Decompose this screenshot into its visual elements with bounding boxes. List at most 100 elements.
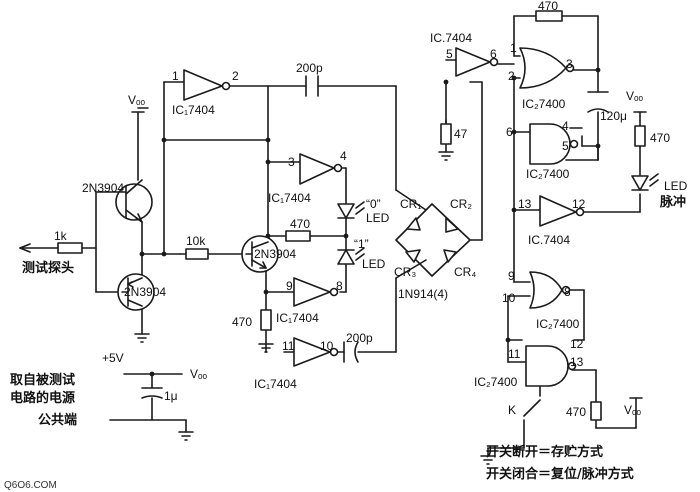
c200a-label: 200p	[296, 61, 323, 75]
ic-nand2-label: IC₂7400	[526, 167, 570, 181]
c120u-label: 120μ	[600, 109, 627, 123]
inverter-ic5	[455, 47, 499, 77]
pin-number: 13	[518, 197, 532, 211]
r470a-label: 470	[290, 217, 310, 231]
led1-q-label: “1”	[354, 237, 369, 251]
cr1-label: CR₁	[400, 197, 421, 211]
vcc-label-1: Vₒₒ	[128, 93, 146, 107]
ic3-label: IC₁7404	[276, 311, 319, 325]
note-open: 开关断开＝存贮方式	[486, 444, 603, 460]
resistor-470-switch	[590, 401, 602, 421]
pin-number: 4	[340, 149, 347, 163]
pin-number: 4	[562, 119, 569, 133]
capacitor-200p-top	[305, 75, 319, 97]
cr4-label: CR₄	[454, 265, 476, 279]
switch-k-label: K	[508, 403, 516, 417]
pin-number: 5	[446, 47, 453, 61]
pin-number: 10	[320, 339, 334, 353]
probe-tip-icon	[19, 243, 31, 253]
probe-label: 测试探头	[22, 260, 74, 276]
diode-bridge	[405, 217, 459, 263]
pin-number: 5	[562, 139, 569, 153]
c200b-label: 200p	[346, 331, 373, 345]
ic-nand1-label: IC₂7400	[522, 97, 566, 111]
led0-label: LED	[366, 211, 390, 225]
pin-number: 13	[570, 355, 584, 369]
watermark: Q6O6.COM	[4, 480, 57, 491]
pin-number: 11	[508, 347, 521, 361]
vcc-bars	[131, 111, 647, 399]
vcc-label-4: Vₒₒ	[190, 367, 208, 381]
r10k-label: 10k	[186, 234, 206, 248]
pin-number: 2	[508, 69, 515, 83]
led-pulse-label: LED	[664, 179, 688, 193]
r1k-label: 1k	[54, 229, 68, 243]
led-pulse	[631, 173, 659, 191]
r470b-label: 470	[232, 315, 252, 329]
supply-from-label-2: 电路的电源	[10, 390, 75, 406]
junction-dots	[139, 67, 601, 377]
cr3-label: CR₃	[394, 265, 416, 279]
r470e-label: 470	[566, 405, 586, 419]
ground-symbols	[134, 151, 496, 465]
pin-number: 8	[564, 285, 571, 299]
resistor-470-emitter	[260, 309, 272, 331]
supply-from-label-1: 取自被测试	[10, 372, 75, 388]
t3-label: 2N3904	[254, 247, 296, 261]
led-0	[337, 201, 365, 219]
ic5-label: IC.7404	[430, 31, 472, 45]
inverter-ic3	[293, 277, 339, 307]
pin-number: 11	[282, 339, 295, 353]
vcc-label-2: Vₒₒ	[626, 89, 644, 103]
ic-nand4-label: IC₂7400	[474, 375, 518, 389]
inverter-ic1	[183, 69, 231, 101]
inverter-ic4	[293, 337, 339, 367]
transistor-t1	[115, 179, 153, 223]
c1u-label: 1μ	[164, 389, 178, 403]
plus5v-label: +5V	[102, 351, 124, 365]
led-pulse-cn-label: 脉冲	[659, 194, 686, 210]
note-closed: 开关闭合＝复位/脉冲方式	[486, 466, 634, 482]
t2-label: 2N3904	[124, 285, 166, 299]
vcc-label-3: Vₒₒ	[624, 403, 642, 417]
cr2-label: CR₂	[450, 197, 472, 211]
resistor-470-pulse	[634, 125, 646, 147]
pin-number: 3	[566, 57, 573, 71]
capacitor-1u	[141, 387, 163, 399]
ic1-label: IC₁7404	[172, 103, 215, 117]
pin-number: 12	[570, 337, 584, 351]
transistor-t2	[117, 273, 155, 311]
capacitor-200p-bottom	[343, 341, 359, 363]
pin-number: 2	[232, 69, 239, 83]
resistor-10k	[185, 248, 209, 260]
nand-gate-1	[519, 47, 575, 89]
wires	[19, 15, 641, 457]
labels: IC₁7404 IC₁7404 IC₁7404 IC₁7404 IC.7404 …	[4, 0, 688, 491]
ic-inv13-label: IC.7404	[528, 233, 570, 247]
pin-number: 10	[502, 291, 516, 305]
nand-gate-2	[529, 123, 579, 165]
pin-number: 1	[510, 41, 517, 55]
inverter-ic2	[299, 153, 343, 185]
transistor-t3	[241, 235, 279, 273]
pin-number: 6	[490, 47, 497, 61]
resistor-470-led	[285, 230, 311, 242]
r470c-label: 470	[538, 0, 558, 13]
resistor-1k	[57, 242, 83, 254]
pin-number: 9	[508, 269, 515, 283]
pin-number: 8	[336, 279, 343, 293]
nand-gate-3	[529, 271, 571, 309]
inverter-ic13	[539, 195, 585, 227]
led-1	[337, 247, 365, 265]
pin-number: 3	[288, 155, 295, 169]
t1-label: 2N3904	[82, 181, 124, 195]
common-label: 公共端	[38, 412, 77, 428]
resistor-47	[440, 123, 452, 145]
ic-nand3-label: IC₂7400	[536, 317, 580, 331]
r47-label: 47	[454, 127, 468, 141]
resistor-470-top	[535, 10, 563, 22]
pin-number: 9	[286, 279, 293, 293]
pin-number: 12	[572, 197, 586, 211]
r470d-label: 470	[650, 131, 670, 145]
